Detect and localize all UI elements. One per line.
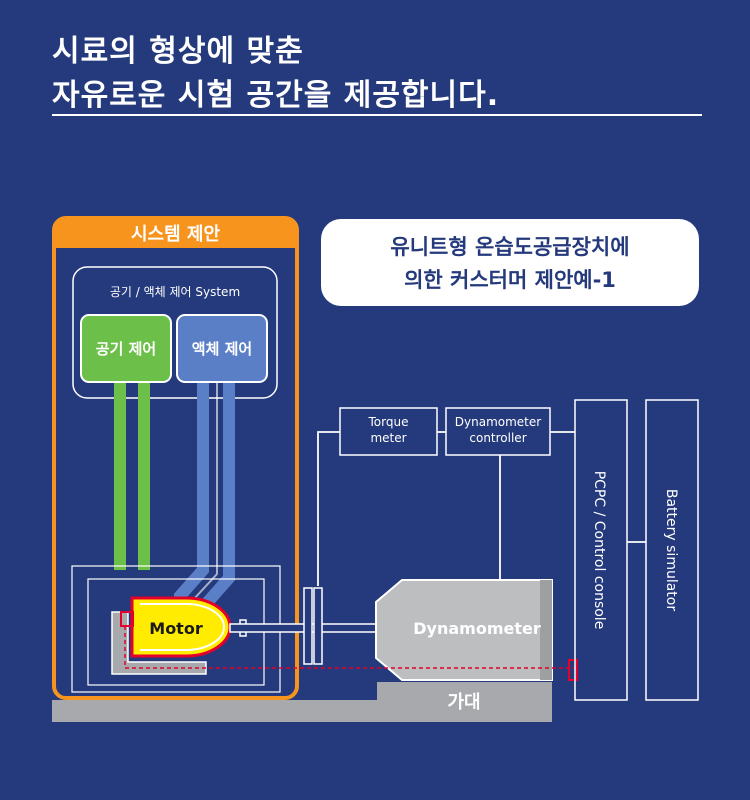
liquid-pipe-1 xyxy=(174,382,209,610)
callout-line-2: 의한 커스터머 제안예-1 xyxy=(404,268,616,292)
battery-simulator-label: Battery simulator xyxy=(663,489,679,611)
motor-inner-outline xyxy=(140,603,225,651)
liquid-pipe-highlight xyxy=(192,382,218,601)
liquid-control-label: 액체 제어 xyxy=(192,340,252,358)
dyno-controller-label-2: controller xyxy=(469,431,526,445)
headline-line-1: 시료의 형상에 맞춘 xyxy=(52,34,304,69)
air-liquid-control-group xyxy=(72,266,278,399)
air-pipe-2 xyxy=(138,382,150,570)
torque-meter-label-2: meter xyxy=(370,431,406,445)
headline-divider xyxy=(52,114,702,116)
callout-line-1: 유니트형 온습도공급장치에 xyxy=(390,235,629,259)
air-control-label: 공기 제어 xyxy=(96,340,156,358)
dynamometer-end-cap xyxy=(540,580,552,680)
torque-meter-label-1: Torque xyxy=(368,415,409,429)
sensor-signal-line xyxy=(124,626,575,669)
dynamometer-label: Dynamometer xyxy=(413,619,541,638)
base-stand-raised xyxy=(377,682,552,722)
motor-label: Motor xyxy=(149,619,203,638)
pcpc-control-console xyxy=(574,399,628,701)
liquid-control-module xyxy=(176,314,268,383)
coupling-flange-1 xyxy=(303,587,313,665)
air-liquid-group-label: 공기 / 액체 제어 System xyxy=(110,285,240,299)
dyno-controller-label-1: Dynamometer xyxy=(455,415,541,429)
pcpc-control-console-label: PCPC / Control console xyxy=(591,471,607,630)
motor-sensor-marker xyxy=(120,611,134,627)
callout-bubble xyxy=(321,219,699,306)
dyno-controller-box xyxy=(445,407,551,456)
system-proposal-title: 시스템 제안 xyxy=(131,224,221,245)
coupling-flange-2 xyxy=(313,587,323,665)
headline-line-2: 자유로운 시험 공간을 제공합니다. xyxy=(52,78,500,113)
air-control-module xyxy=(80,314,172,383)
torque-meter-wire xyxy=(317,431,340,586)
battery-simulator xyxy=(645,399,699,701)
system-proposal-header xyxy=(54,218,297,248)
console-sensor-marker xyxy=(568,659,578,681)
base-label: 가대 xyxy=(447,692,480,713)
torque-meter-box xyxy=(339,407,438,456)
air-pipe-1 xyxy=(114,382,126,570)
